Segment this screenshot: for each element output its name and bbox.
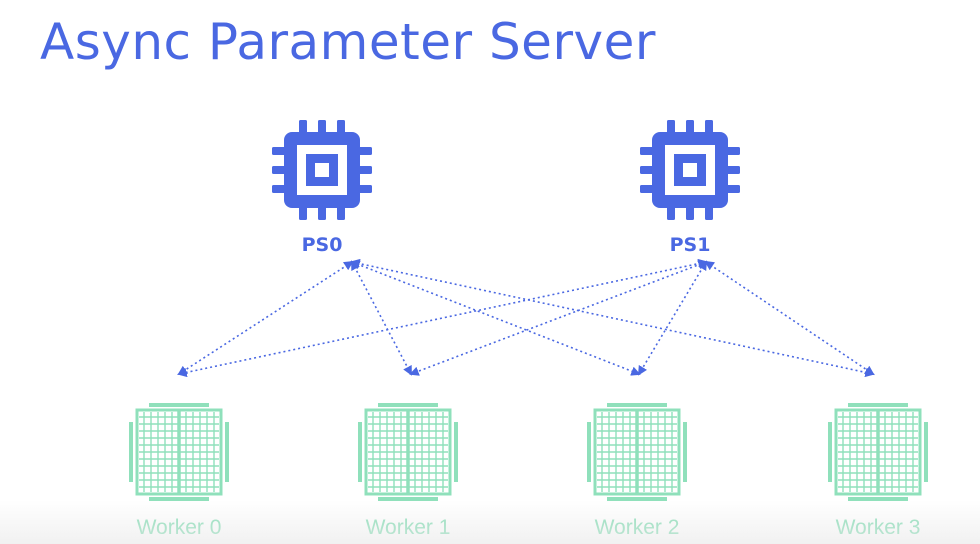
- connections-layer: [177, 258, 875, 378]
- connection-arrow: [350, 258, 875, 378]
- worker-label: Worker 0: [137, 516, 222, 539]
- server-node: PS0: [272, 120, 372, 256]
- workers-layer: Worker 0 Worker 1 Worker 2 Worker 3: [129, 403, 928, 539]
- server-node: PS1: [640, 120, 740, 256]
- cpu-chip-icon: [272, 120, 372, 220]
- worker-node: Worker 3: [828, 403, 928, 539]
- server-label: PS0: [302, 234, 343, 256]
- connection-arrow: [177, 260, 354, 376]
- server-label: PS1: [670, 234, 711, 256]
- tpu-chip-icon: [828, 403, 928, 501]
- connection-arrow: [350, 260, 641, 376]
- cpu-chip-icon: [640, 120, 740, 220]
- tpu-chip-icon: [587, 403, 687, 501]
- worker-node: Worker 0: [129, 403, 229, 539]
- connection-arrow: [177, 258, 708, 378]
- tpu-chip-icon: [358, 403, 458, 501]
- worker-label: Worker 3: [836, 516, 921, 539]
- slide-title: Async Parameter Server: [40, 13, 656, 71]
- worker-node: Worker 2: [587, 403, 687, 539]
- connection-arrow: [704, 260, 875, 376]
- connection-arrow: [351, 260, 412, 376]
- tpu-chip-icon: [129, 403, 229, 501]
- worker-label: Worker 1: [366, 516, 451, 539]
- worker-node: Worker 1: [358, 403, 458, 539]
- worker-label: Worker 2: [595, 516, 680, 539]
- connection-arrow: [638, 260, 707, 376]
- servers-layer: PS0 PS1: [272, 120, 740, 256]
- connection-arrow: [409, 260, 708, 376]
